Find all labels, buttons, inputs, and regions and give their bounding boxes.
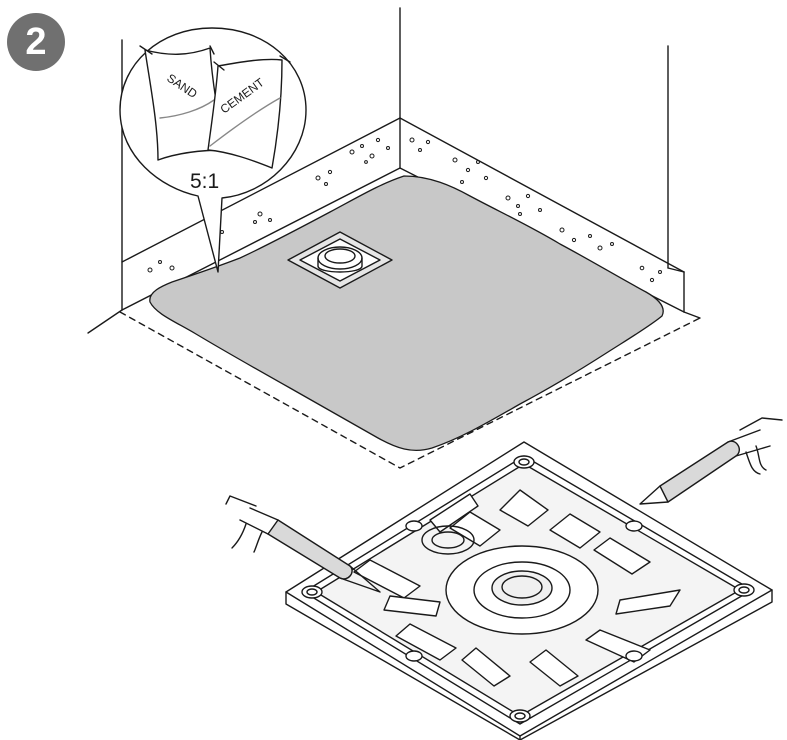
- footprint-outline: [119, 311, 701, 469]
- tray-ribs: [353, 489, 681, 687]
- material-callout: SAND CEMENT: [119, 27, 307, 273]
- tray-drain: [421, 525, 599, 635]
- caulking-gun-right: [639, 417, 783, 505]
- mix-ratio-label: 5:1: [190, 170, 220, 193]
- cement-bag: CEMENT: [207, 55, 291, 169]
- drain-outlet: [287, 231, 393, 289]
- step-badge: 2: [7, 13, 65, 71]
- shower-tray-frame: [285, 441, 773, 740]
- tray-bosses: [301, 455, 755, 723]
- sand-bag: SAND: [139, 45, 227, 161]
- mortar-bed: [149, 175, 664, 452]
- caulking-gun-left: [225, 495, 381, 593]
